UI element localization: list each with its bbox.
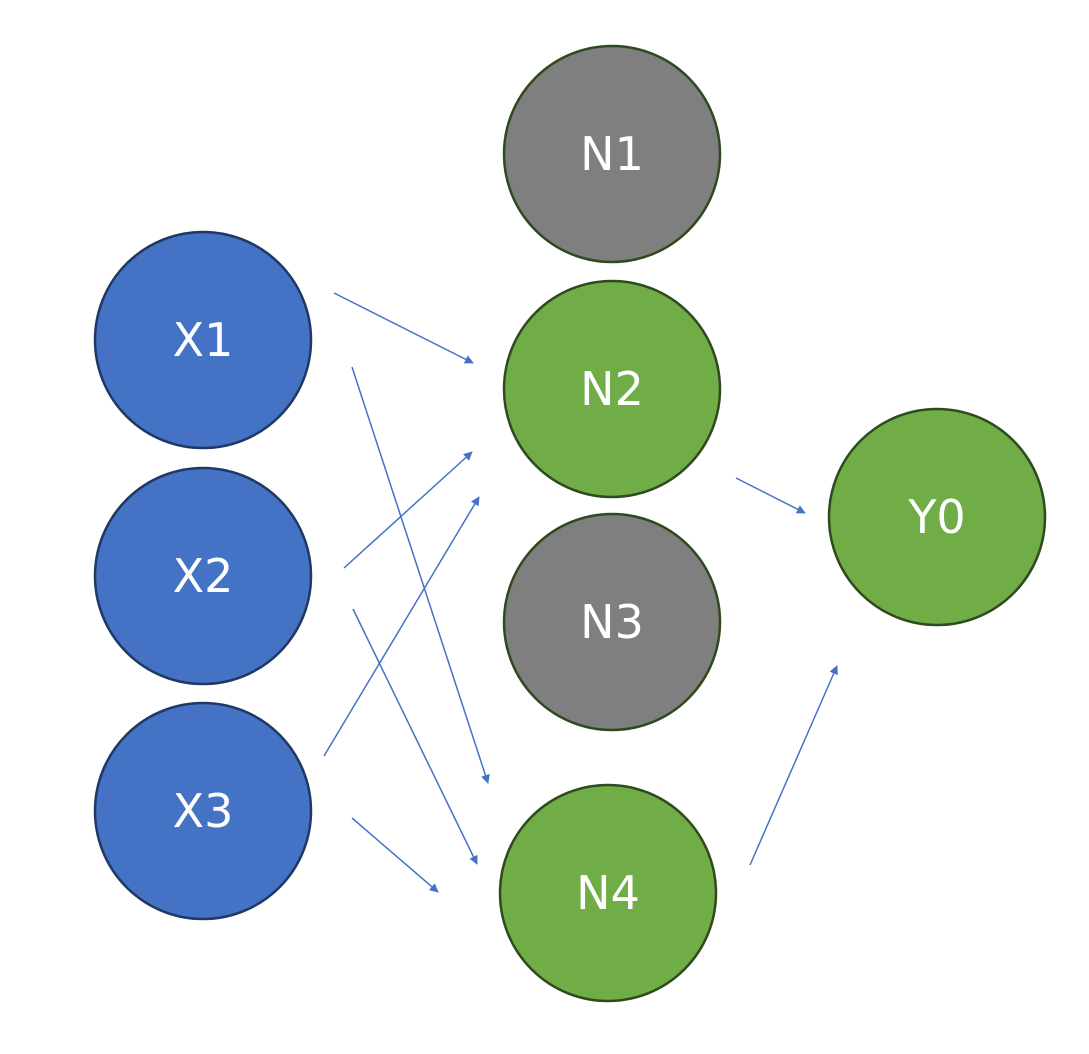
node-n2: N2 xyxy=(502,279,722,499)
edge-x1-n4-arrow xyxy=(351,366,490,784)
node-n4-label: N4 xyxy=(576,866,640,920)
node-x2-label: X2 xyxy=(173,549,234,603)
node-y0-label: Y0 xyxy=(907,490,965,544)
node-n4: N4 xyxy=(498,783,718,1003)
node-y0-circle xyxy=(827,407,1047,627)
node-x1: X1 xyxy=(93,230,313,450)
node-y0: Y0 xyxy=(827,407,1047,627)
node-n1: N1 xyxy=(502,44,722,264)
node-x1-circle xyxy=(93,230,313,450)
edge-x2-n2-arrow xyxy=(343,451,473,569)
node-x2-circle xyxy=(93,466,313,686)
node-n2-label: N2 xyxy=(580,362,644,416)
node-x3-circle xyxy=(93,701,313,921)
edge-x2-n4-arrow xyxy=(352,608,478,865)
node-x3-label: X3 xyxy=(173,784,234,838)
node-n3-label: N3 xyxy=(580,595,644,649)
node-x3: X3 xyxy=(93,701,313,921)
node-n4-circle xyxy=(498,783,718,1003)
edge-x3-n4-arrow xyxy=(351,817,439,893)
node-n3-circle xyxy=(502,512,722,732)
node-n3: N3 xyxy=(502,512,722,732)
node-n1-label: N1 xyxy=(580,127,644,181)
node-n1-circle xyxy=(502,44,722,264)
edge-n2-y0-arrow xyxy=(735,477,806,514)
edge-x3-n2-arrow xyxy=(323,496,480,757)
edge-n4-y0-arrow xyxy=(749,665,838,866)
edges xyxy=(323,292,838,893)
node-n2-circle xyxy=(502,279,722,499)
node-x2: X2 xyxy=(93,466,313,686)
node-x1-label: X1 xyxy=(173,313,234,367)
edge-x1-n2-arrow xyxy=(333,292,474,364)
